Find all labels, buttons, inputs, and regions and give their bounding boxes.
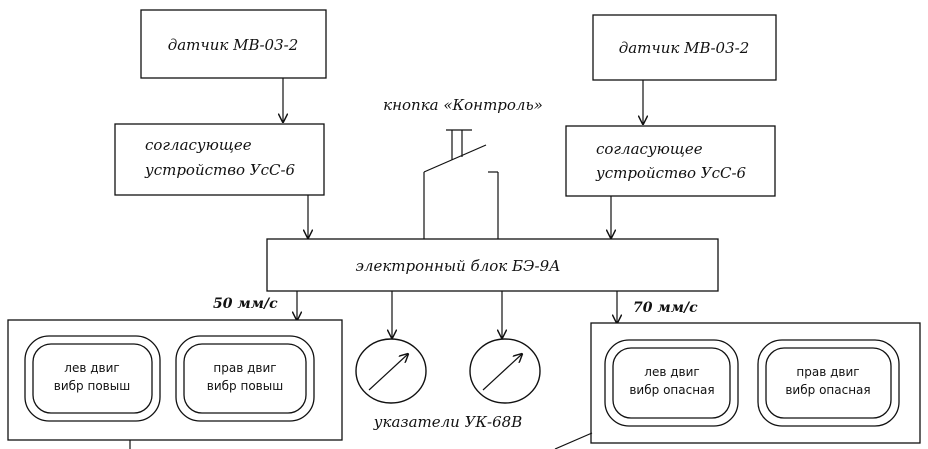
panel-left-lamp-1-line-1: лев двиг	[64, 361, 119, 375]
sensor-right-label: датчик МВ-03-2	[619, 39, 750, 57]
electronic-block: электронный блок БЭ-9А	[266, 238, 719, 292]
panel-left-lamp-1: лев двиг вибр повыш	[24, 335, 161, 422]
panel-left-lamp-2-line-2: вибр повыш	[207, 379, 283, 393]
matcher-left-line-1: согласующее	[145, 136, 252, 154]
control-button-label: кнопка «Контроль»	[383, 96, 543, 114]
indicator-gauge-2	[469, 338, 541, 404]
electronic-block-label: электронный блок БЭ-9А	[356, 257, 561, 275]
panel-right-lamp-1: лев двиг вибр опасная	[604, 339, 739, 427]
matcher-left: согласующее устройство УсС-6	[114, 123, 325, 196]
panel-right-lamp-1-line-2: вибр опасная	[629, 383, 714, 397]
panel-left: лев двиг вибр повыш прав двиг вибр повыш	[7, 319, 343, 449]
threshold-left-label: 50 мм/с	[213, 296, 278, 312]
panel-right: лев двиг вибр опасная прав двиг вибр опа…	[590, 322, 921, 444]
sensor-right: датчик МВ-03-2	[592, 14, 777, 81]
leader-line	[554, 432, 593, 449]
matcher-right-line-2: устройство УсС-6	[595, 164, 747, 182]
indicator-gauge-1	[355, 338, 427, 404]
matcher-right: согласующее устройство УсС-6	[565, 125, 776, 197]
threshold-right-label: 70 мм/с	[633, 300, 698, 316]
panel-right-lamp-2-line-2: вибр опасная	[785, 383, 870, 397]
panel-left-lamp-2-line-1: прав двиг	[213, 361, 276, 375]
panel-right-lamp-2: прав двиг вибр опасная	[757, 339, 900, 427]
sensor-left: датчик МВ-03-2	[140, 9, 327, 79]
panel-right-lamp-2-line-1: прав двиг	[796, 365, 859, 379]
sensor-left-label: датчик МВ-03-2	[168, 36, 299, 54]
panel-left-lamp-2: прав двиг вибр повыш	[175, 335, 315, 422]
indicators-label: указатели УК-68В	[373, 413, 522, 431]
matcher-right-line-1: согласующее	[596, 140, 703, 158]
matcher-left-line-2: устройство УсС-6	[144, 161, 296, 179]
panel-left-lamp-1-line-2: вибр повыш	[54, 379, 130, 393]
panel-right-lamp-1-line-1: лев двиг	[644, 365, 699, 379]
control-button-symbol	[423, 129, 499, 239]
